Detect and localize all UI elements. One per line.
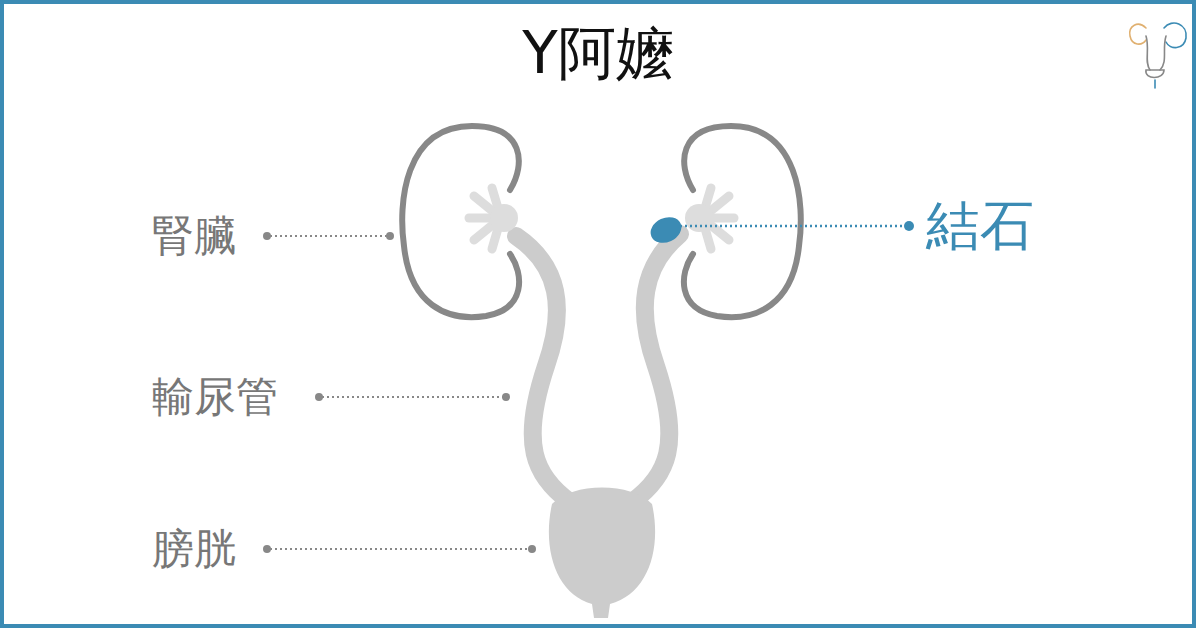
diagram-title: Y阿嬤 [522, 22, 673, 86]
left-renal-pelvis [469, 188, 518, 249]
stone-leader-dot [904, 221, 914, 231]
left-ureter [516, 236, 570, 502]
stone-leader [680, 225, 906, 228]
leader-lines [270, 236, 530, 549]
bladder [549, 488, 655, 619]
part-label: 膀胱 [152, 526, 236, 572]
part-label: 腎臟 [152, 213, 236, 259]
stone-label: 結石 [926, 196, 1034, 255]
right-ureter [632, 234, 680, 502]
left-kidney [402, 126, 519, 317]
part-label: 輸尿管 [152, 374, 278, 420]
leader-dots [263, 232, 536, 553]
logo-icon [1130, 23, 1186, 88]
right-renal-pelvis [685, 188, 734, 249]
right-kidney [684, 126, 801, 317]
kidney-stone [646, 212, 685, 247]
